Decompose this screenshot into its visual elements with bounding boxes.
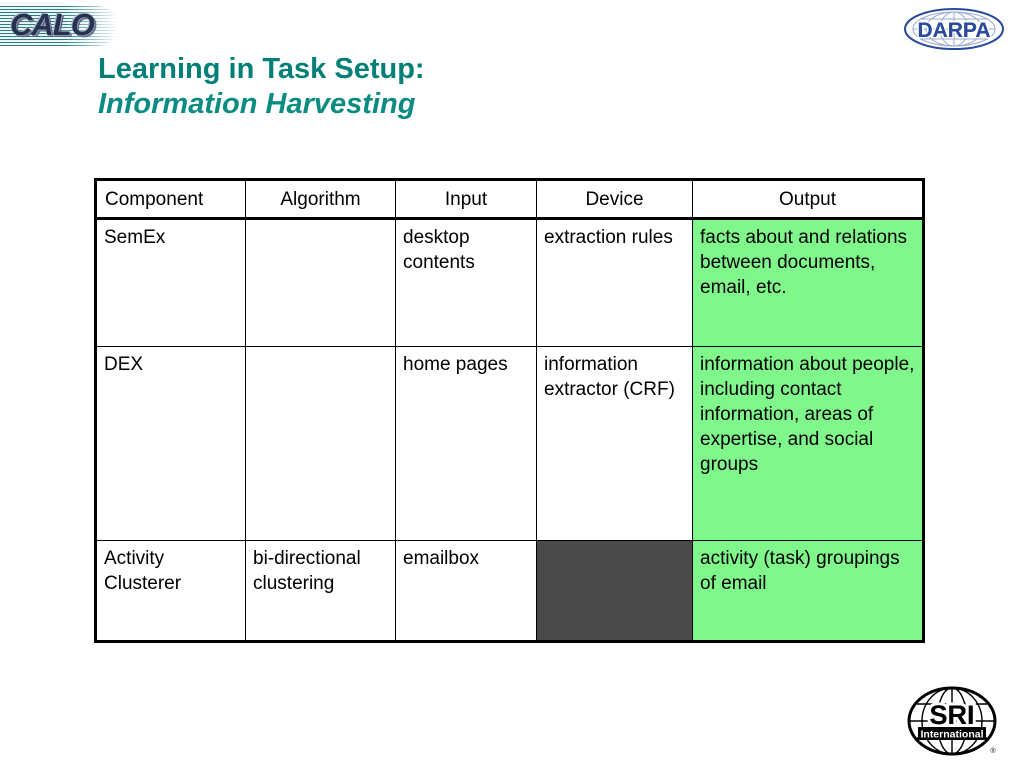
cell-device: information extractor (CRF): [536, 346, 693, 541]
sri-logo: SRI SRI International ®: [906, 686, 1002, 760]
cell-component: SemEx: [95, 218, 246, 347]
table-row: SemEx desktop contents extraction rules …: [95, 218, 924, 347]
table-row: DEX home pages information extractor (CR…: [95, 346, 924, 541]
svg-text:DARPA: DARPA: [917, 19, 990, 42]
cell-component: Activity Clusterer: [95, 540, 246, 642]
cell-device-blocked: [536, 540, 693, 642]
calo-logo: CALO: [0, 6, 118, 46]
col-header-device: Device: [536, 179, 693, 220]
cell-output: activity (task) groupings of email: [692, 540, 924, 642]
page-title-line1: Learning in Task Setup:: [98, 53, 425, 85]
cell-component: DEX: [95, 346, 246, 541]
col-header-component: Component: [95, 179, 246, 220]
cell-algorithm: [245, 218, 396, 347]
col-header-algorithm: Algorithm: [245, 179, 396, 220]
page-title-line2: Information Harvesting: [98, 88, 416, 120]
cell-algorithm: [245, 346, 396, 541]
table-row: Activity Clusterer bi-directional cluste…: [95, 540, 924, 642]
cell-input: emailbox: [395, 540, 537, 642]
cell-algorithm: bi-directional clustering: [245, 540, 396, 642]
calo-logo-pill: [0, 6, 118, 46]
cell-device: extraction rules: [536, 218, 693, 347]
cell-input: desktop contents: [395, 218, 537, 347]
cell-output: information about people, including cont…: [692, 346, 924, 541]
sri-logo-subtext: International: [920, 729, 983, 741]
table-header-row: Component Algorithm Input Device Output: [95, 179, 924, 220]
page-title: Learning in Task Setup: Information Harv…: [98, 52, 798, 122]
darpa-logo: DARPA DARPA: [902, 6, 1006, 52]
svg-text:®: ®: [990, 747, 996, 755]
col-header-input: Input: [395, 179, 537, 220]
col-header-output: Output: [692, 179, 924, 220]
calo-logo-text: CALO: [10, 7, 95, 42]
darpa-logo-text: DARPA: [917, 19, 990, 42]
component-table: Component Algorithm Input Device Output …: [94, 178, 925, 643]
cell-output: facts about and relations between docume…: [692, 218, 924, 347]
sri-logo-text: SRI: [929, 700, 974, 730]
cell-input: home pages: [395, 346, 537, 541]
